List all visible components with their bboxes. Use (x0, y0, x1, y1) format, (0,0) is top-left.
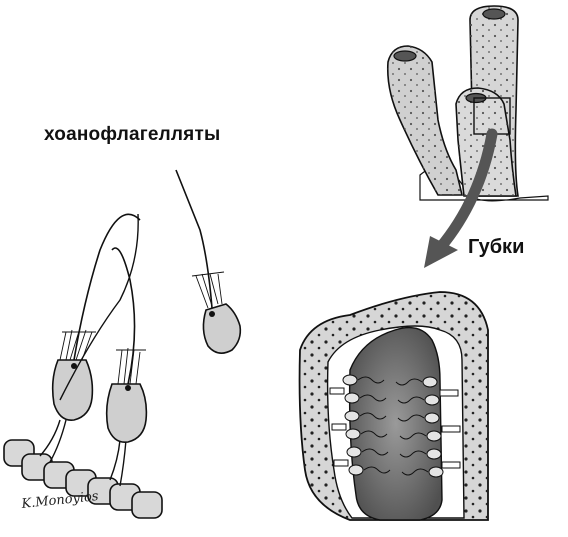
sponge-cavity (348, 326, 443, 521)
zoom-arrow (424, 128, 498, 268)
sponge-group (386, 5, 549, 202)
choanoflagellate-cell-2 (105, 383, 148, 444)
choanoflagellate-colony (3, 169, 242, 519)
label-sponges: Губки (468, 236, 525, 258)
sponge-cross-section (298, 291, 489, 521)
choanoflagellate-cell-1 (51, 359, 94, 421)
artist-signature: K.Monoyios (20, 489, 100, 512)
choanoflagellate-free-cell (202, 303, 242, 354)
label-choanoflagellates: хоанофлагелляты (44, 124, 221, 145)
